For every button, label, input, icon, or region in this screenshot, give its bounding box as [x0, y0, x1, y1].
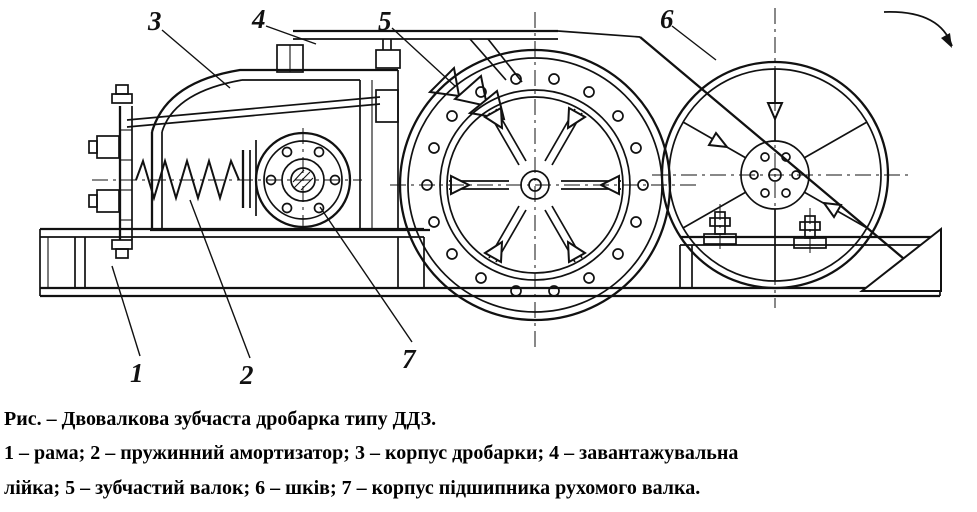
caption-legend-line-2: лійка; 5 – зубчастий валок; 6 – шків; 7 … — [4, 476, 701, 499]
callout-number-3: 3 — [147, 6, 162, 36]
callout-number-1: 1 — [130, 358, 144, 388]
callout-leader-5 — [391, 27, 456, 87]
belt-drive — [639, 36, 942, 292]
callout-leader-1 — [111, 265, 141, 357]
callout-number-7: 7 — [402, 344, 417, 374]
callout-leaders — [111, 25, 717, 359]
left-flange-plate — [88, 84, 133, 259]
bearing-housing-flange — [254, 128, 352, 234]
callout-leader-4 — [265, 25, 317, 45]
spring-absorber — [92, 140, 362, 216]
callout-number-6: 6 — [660, 4, 674, 34]
pulley-wheel — [652, 8, 908, 308]
figure-caption: Рис. – Двовалкова зубчаста дробарка типу… — [0, 402, 977, 499]
callout-leader-3 — [161, 29, 231, 89]
crusher-technical-drawing: 3 4 5 6 1 2 7 — [39, 4, 953, 390]
crusher-housing — [126, 49, 430, 232]
callout-numbers: 3 4 5 6 1 2 7 — [130, 4, 674, 390]
callout-number-2: 2 — [239, 360, 254, 390]
base-frame — [39, 227, 941, 298]
toothed-roll-wheel — [390, 12, 700, 350]
callout-leader-2 — [189, 199, 251, 359]
rotation-arrow — [883, 11, 953, 48]
callout-number-5: 5 — [378, 6, 392, 36]
caption-legend-line-1: 1 – рама; 2 – пружинний амортизатор; 3 –… — [4, 442, 739, 465]
toothed-roll-teeth — [427, 65, 506, 121]
caption-title: Рис. – Двовалкова зубчаста дробарка типу… — [4, 408, 437, 430]
callout-leader-6 — [671, 25, 717, 61]
anchor-bolts — [703, 204, 827, 256]
callout-leader-7 — [319, 206, 413, 343]
callout-number-4: 4 — [251, 4, 266, 34]
